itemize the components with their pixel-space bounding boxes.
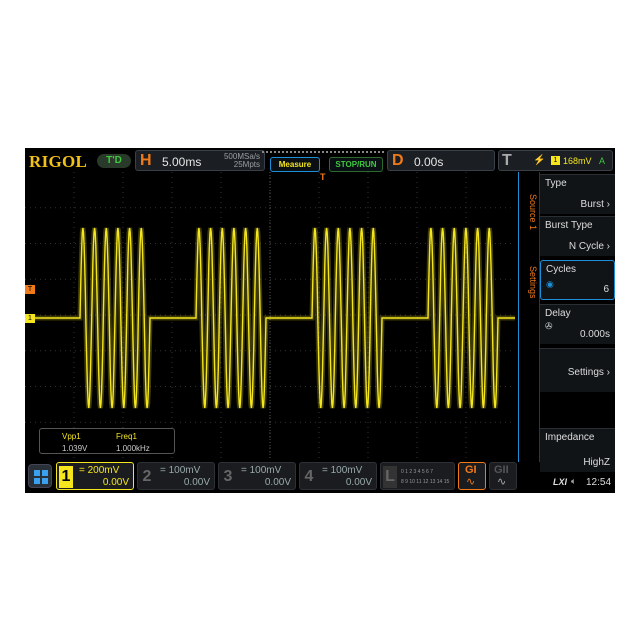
menu-delay[interactable]: Delay ✇ 0.000s (540, 304, 615, 344)
sample-rate: 500MSa/s (223, 152, 260, 161)
menu-title: Cycles (546, 264, 577, 275)
trigger-level-marker[interactable]: T (25, 285, 35, 294)
cycles-value: 6 (603, 284, 609, 295)
ch1-offset-marker[interactable]: 1 (25, 314, 35, 323)
trigger-panel[interactable]: T ⚡ 1 168mV A (498, 150, 613, 171)
channel-offset: 0.00V (183, 477, 210, 488)
speaker-muted-icon[interactable]: 🔈︎ (571, 476, 577, 486)
scale-value: 100mV (168, 465, 201, 476)
channel-number: 3 (223, 468, 233, 485)
measurement-panel: Vpp1 1.039V Freq1 1.000kHz (39, 428, 175, 454)
knob-icon: ✇ (545, 321, 553, 331)
menu-title: Impedance (545, 432, 595, 443)
vpp-value: 1.039V (62, 444, 88, 453)
menu-value: Settings › (567, 367, 610, 378)
menu-value: Burst › (580, 199, 610, 210)
ch1-waveform-glow (25, 227, 515, 409)
rising-edge-icon: ⚡ (533, 155, 546, 166)
horizontal-label: H (140, 152, 152, 169)
logic-row1: 0 1 2 3 4 5 6 7 (401, 469, 433, 475)
menu-cycles[interactable]: Cycles ◉ 6 (540, 260, 615, 300)
trigger-level: 168mV (563, 156, 592, 166)
menu-settings[interactable]: Settings › (540, 348, 615, 392)
sine-icon: ∿ (466, 476, 476, 488)
logic-row2: 8 9 10 11 12 13 14 15 (401, 479, 450, 485)
channel-offset: 0.00V (102, 477, 129, 488)
logic-label: L (383, 466, 397, 488)
memory-bar (262, 151, 384, 155)
timebase: 5.00ms (162, 155, 202, 169)
menu-title: Type (545, 178, 567, 189)
trigger-status: T'D (97, 154, 131, 168)
vpp-label: Vpp1 (62, 432, 81, 441)
channel-scale: = 100mV (160, 465, 201, 476)
measure-button[interactable]: Measure (270, 157, 320, 172)
generator-2[interactable]: GII∿ (489, 462, 517, 490)
menu-title: Burst Type (545, 220, 593, 231)
freq-label: Freq1 (116, 432, 137, 441)
trigger-mode: A (599, 156, 606, 166)
gen2-label: GII (494, 464, 509, 476)
channel-number: 4 (304, 468, 314, 485)
logic-analyzer[interactable]: L 0 1 2 3 4 5 6 7 8 9 10 11 12 13 14 15 (380, 462, 455, 490)
burst-type-value: N Cycle (568, 241, 604, 252)
gen1-label: GI (465, 464, 477, 476)
tab-settings[interactable]: Settings (528, 265, 538, 299)
generator-1[interactable]: GI∿ (458, 462, 486, 490)
delay-label: D (392, 152, 404, 169)
menu-burst-type[interactable]: Burst Type N Cycle › (540, 216, 615, 256)
trigger-source: 1 (551, 156, 560, 165)
channel-number: 1 (59, 466, 73, 488)
knob-icon: ◉ (546, 279, 554, 289)
stop-run-button[interactable]: STOP/RUN (329, 157, 383, 172)
channel-offset: 0.00V (264, 477, 291, 488)
delay-panel[interactable]: D 0.00s (387, 150, 495, 171)
impedance-value: HighZ (583, 457, 610, 468)
type-value: Burst (580, 199, 604, 210)
channel-scale: = 100mV (241, 465, 282, 476)
lxi-icon: LXI (553, 477, 568, 487)
delay-value: 0.00s (414, 155, 444, 169)
scale-value: 100mV (330, 465, 363, 476)
scale-value: 100mV (249, 465, 282, 476)
channel-scale: = 100mV (322, 465, 363, 476)
tab-source[interactable]: Source 1 (528, 193, 538, 231)
rigol-logo: RIGOL (29, 152, 88, 171)
trigger-position-marker[interactable]: T (320, 172, 326, 182)
tab-strip (518, 172, 540, 462)
channel-number: 2 (142, 468, 152, 485)
memory-depth: 25Mpts (233, 160, 260, 169)
settings-label: Settings (567, 367, 604, 378)
apps-button[interactable] (28, 464, 52, 488)
ch1-waveform (25, 227, 515, 409)
channel-offset: 0.00V (345, 477, 372, 488)
channel-scale: = 200mV (79, 465, 120, 476)
freq-value: 1.000kHz (116, 444, 150, 453)
menu-value: N Cycle › (568, 241, 610, 252)
trigger-label: T (502, 152, 512, 169)
clock: 12:54 (586, 477, 612, 488)
menu-title: Delay (545, 308, 571, 319)
sine-icon: ∿ (497, 476, 507, 488)
delay-value: 0.000s (579, 329, 610, 340)
waveform-display[interactable] (25, 172, 515, 458)
scale-value: 200mV (87, 465, 120, 476)
